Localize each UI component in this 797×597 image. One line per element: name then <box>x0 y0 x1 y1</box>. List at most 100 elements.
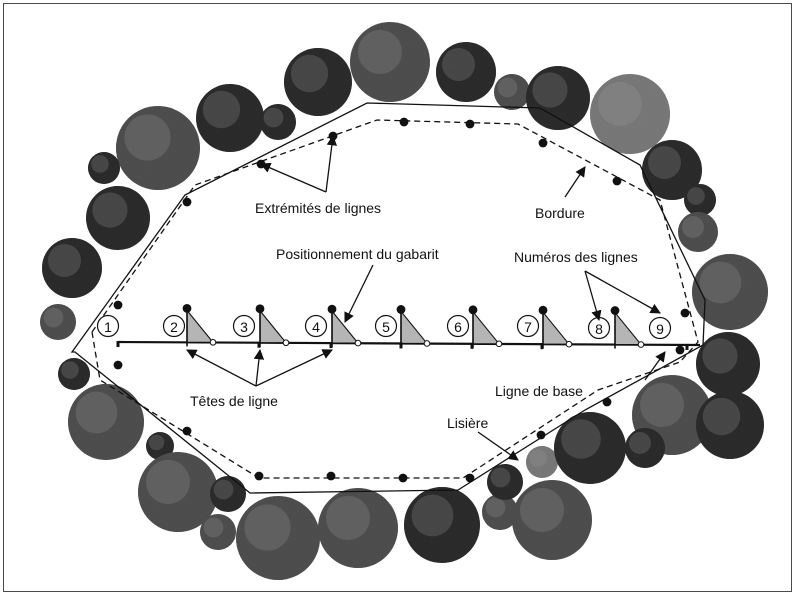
tree-crown <box>696 332 760 396</box>
line-number-label: 5 <box>382 319 390 335</box>
arrow-lisiere <box>477 431 519 461</box>
tree-crown <box>138 452 218 532</box>
line-end-dot <box>113 360 123 370</box>
line-numbers: 1 2 3 4 5 6 7 8 9 <box>96 314 672 340</box>
line-number-5: 5 <box>374 314 398 338</box>
border-outline <box>70 102 706 494</box>
line-end-dot <box>113 300 123 310</box>
label-numeros: Numéros des lignes <box>514 249 638 265</box>
line-end-dot <box>254 471 264 481</box>
tree-crown <box>196 84 264 152</box>
line-number-label: 1 <box>104 319 112 335</box>
tree-crown <box>678 212 718 252</box>
tree-crown <box>318 488 398 568</box>
tree-crown <box>88 152 120 184</box>
line-number-3: 3 <box>232 314 256 338</box>
tree-crown <box>40 304 76 340</box>
tree-crown <box>404 487 480 563</box>
line-head-post <box>116 341 120 347</box>
arrow-extremites-right <box>325 134 337 193</box>
templates <box>116 303 689 350</box>
tree-crown <box>284 48 352 116</box>
line-head-template <box>468 305 503 348</box>
line-number-label: 2 <box>170 319 178 335</box>
line-end-dot <box>182 197 192 207</box>
line-end-dot <box>602 397 612 407</box>
line-number-2: 2 <box>162 314 186 338</box>
tree-crown <box>146 432 174 460</box>
tree-crown <box>526 446 558 478</box>
arrow-bordure <box>564 166 586 198</box>
tree-crown <box>684 184 716 216</box>
line-number-8: 8 <box>587 316 611 340</box>
line-end-dot <box>612 176 622 186</box>
line-end-dots <box>113 117 690 483</box>
line-head-template <box>182 303 217 347</box>
line-head-post <box>540 343 544 350</box>
tree-crown <box>42 238 102 298</box>
tree-crown <box>86 186 150 250</box>
arrow-tetes-right <box>255 349 333 387</box>
line-head-post <box>470 342 474 349</box>
line-number-label: 8 <box>595 321 603 337</box>
tree-crown <box>487 464 523 500</box>
arrow-tetes-mid <box>253 348 265 387</box>
line-number-label: 4 <box>312 319 320 335</box>
line-number-label: 9 <box>656 321 664 337</box>
line-head-post <box>257 341 261 348</box>
arrow-numeros-left <box>584 270 602 321</box>
tree-crown <box>482 494 518 530</box>
arrow-positionnement <box>344 264 374 323</box>
arrow-ligne-base <box>644 351 666 381</box>
tree-crown <box>116 106 200 190</box>
line-end-dot <box>536 430 546 440</box>
arrow-tetes-left <box>186 349 257 387</box>
tree-canopy-ring <box>40 22 768 580</box>
tree-crown <box>696 391 764 459</box>
label-bordure: Bordure <box>535 205 585 221</box>
line-number-label: 3 <box>240 319 248 335</box>
line-end-dot <box>538 138 548 148</box>
arrow-numeros-right <box>584 270 661 314</box>
line-head-post <box>329 342 333 349</box>
line-head-post <box>685 343 689 350</box>
tree-crown <box>200 514 236 550</box>
label-tetes: Têtes de ligne <box>190 393 278 409</box>
tree-crown <box>625 428 665 468</box>
line-end-dot <box>465 119 475 129</box>
tree-crown <box>68 384 144 460</box>
tree-crown <box>436 42 496 102</box>
line-head-template <box>538 305 573 349</box>
tree-crown <box>554 412 626 484</box>
label-ligne-base: Ligne de base <box>495 383 583 399</box>
label-extremites: Extrémités de lignes <box>255 200 381 216</box>
tree-crown <box>642 140 702 200</box>
tree-crown <box>526 66 590 130</box>
figure-frame <box>3 3 792 592</box>
line-end-dot <box>182 426 192 436</box>
line-head-template <box>327 304 362 348</box>
line-end-dot <box>680 308 690 318</box>
label-positionnement: Positionnement du gabarit <box>276 246 439 262</box>
line-head-post <box>399 342 403 349</box>
arrow-extremites-left <box>260 162 327 193</box>
tree-crown <box>692 254 768 330</box>
tree-crown <box>210 476 246 512</box>
line-head-template <box>396 305 431 348</box>
tree-crown <box>512 480 592 560</box>
tree-crown <box>236 496 320 580</box>
line-number-9: 9 <box>648 316 672 340</box>
tree-crown <box>260 104 296 140</box>
line-number-label: 7 <box>524 319 532 335</box>
line-end-dot <box>399 117 409 127</box>
line-number-4: 4 <box>304 314 328 338</box>
line-number-7: 7 <box>516 314 540 338</box>
tree-crown <box>494 74 530 110</box>
tree-crown <box>58 358 90 390</box>
line-end-dot <box>675 345 685 355</box>
line-number-label: 6 <box>454 319 462 335</box>
line-number-6: 6 <box>446 314 470 338</box>
line-head-template <box>255 304 290 347</box>
